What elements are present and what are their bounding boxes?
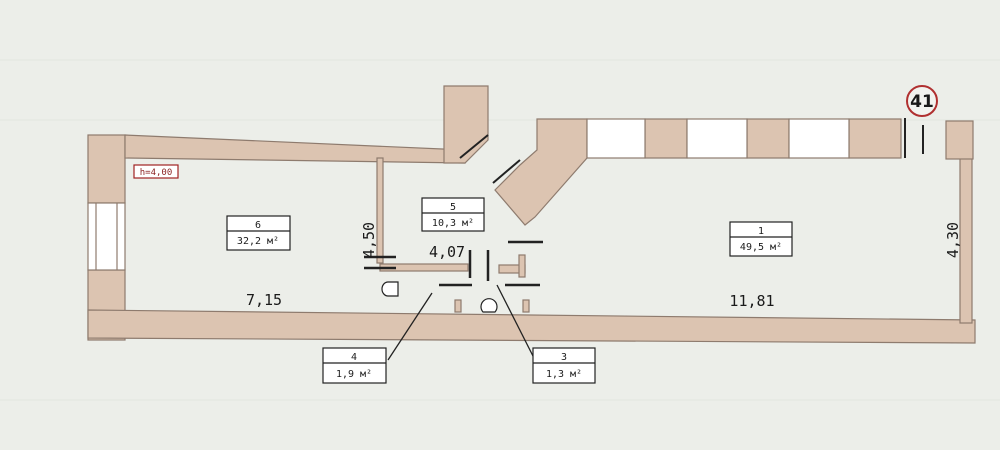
building-marker: 41 [906, 85, 938, 117]
room-5-number: 5 [450, 202, 456, 213]
building-number: 41 [910, 92, 934, 112]
right-wall-top [945, 120, 974, 160]
toilet-icon [381, 281, 399, 297]
windows [87, 118, 850, 271]
leader-lines [387, 284, 536, 361]
dim-room6-width: 7,15 [246, 291, 282, 309]
partition-3-post [518, 254, 526, 278]
partition-wc-stub-1 [454, 299, 462, 313]
entrance-pier [443, 85, 489, 164]
window-top-1 [586, 118, 646, 159]
room-3-number: 3 [561, 352, 567, 363]
left-wall-upper [87, 134, 126, 204]
room-label-5: 5 10,3 м² [421, 197, 485, 232]
room-5-area: 10,3 м² [432, 218, 474, 229]
room-6-number: 6 [255, 220, 261, 231]
room-3-area: 1,3 м² [546, 369, 582, 380]
room-1-area: 49,5 м² [740, 242, 782, 253]
height-tag: h=4,00 [133, 164, 179, 179]
fixtures [381, 281, 498, 313]
room-label-4: 4 1,9 м² [322, 347, 387, 384]
top-wall-left [124, 134, 466, 164]
dim-room5-width: 4,07 [429, 243, 465, 261]
partition-wc-stub-2 [522, 299, 530, 313]
window-left [87, 202, 126, 271]
room-label-3: 3 1,3 м² [532, 347, 596, 384]
room-4-area: 1,9 м² [336, 369, 372, 380]
partition-6-5 [376, 157, 384, 264]
dim-room6-height: 4,50 [360, 222, 378, 258]
wall-pier-2 [746, 118, 790, 159]
wall-pier-3 [848, 118, 902, 159]
paper-grid [0, 59, 1000, 401]
room-label-6: 6 32,2 м² [226, 215, 291, 251]
window-top-2 [686, 118, 748, 159]
washbasin-icon [480, 298, 498, 313]
window-top-3 [788, 118, 850, 159]
room-4-number: 4 [351, 352, 357, 363]
dim-room1-width: 11,81 [729, 292, 774, 310]
bottom-wall [87, 309, 976, 344]
room-label-1: 1 49,5 м² [729, 221, 793, 257]
walls [87, 85, 976, 344]
entrance-lines [459, 118, 924, 184]
wall-pier-1 [644, 118, 688, 159]
angled-wall [494, 118, 588, 226]
door-marks [364, 240, 543, 287]
dim-room1-height: 4,30 [944, 222, 962, 258]
room-6-area: 32,2 м² [237, 236, 279, 247]
height-tag-text: h=4,00 [140, 168, 173, 178]
room-1-number: 1 [758, 226, 764, 237]
